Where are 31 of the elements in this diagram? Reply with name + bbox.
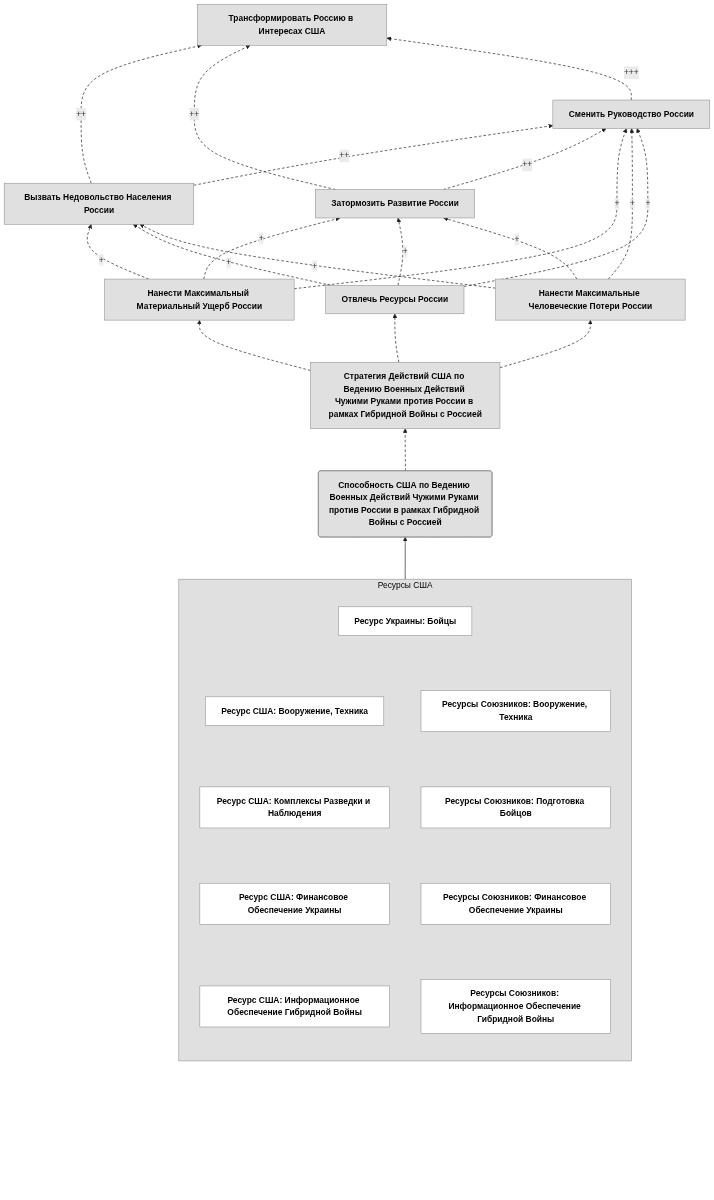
node-box: Ресурсы Союзников: Информационное Обеспечение Гибридной Войны <box>420 979 611 1034</box>
node-box: Ресурс США: Комплексы Разведки и Наблюдения <box>199 786 390 829</box>
edge-label: ++ <box>189 109 200 119</box>
node-box: Ресурсы Союзников: Вооружение, Техника <box>420 690 611 732</box>
edge-label: + <box>402 246 408 256</box>
node-box: Ресурс Украины: Бойцы <box>338 606 473 636</box>
edge-label: +++ <box>623 67 639 77</box>
node-box: Трансформировать Россию в Интересах США <box>196 3 388 46</box>
edge-label: ++ <box>76 109 86 119</box>
edge-label: + <box>312 261 318 271</box>
edge-label: + <box>629 199 635 208</box>
node-box: Отвлечь Ресурсы России <box>325 285 465 315</box>
node-box: Ресурс США: Информационное Обеспечение Гибридной Войны <box>199 985 390 1028</box>
edge-label: + <box>98 255 104 265</box>
node-box: Стратегия Действий США по Ведению Военных Действий Чужими Руками против России в рамках Гибридной Войны с Россией <box>310 362 501 429</box>
node-box: Ресурс США: Вооружение, Техника <box>205 696 385 726</box>
edge-label: + <box>514 234 520 244</box>
edge-label: ++ <box>522 160 533 170</box>
edge-label: + <box>614 199 620 208</box>
edge-label: + <box>258 233 264 243</box>
edge-label: + <box>226 258 232 267</box>
node-box: Ресурсы Союзников: Финансовое Обеспечение Украины <box>420 882 611 925</box>
node-box: Нанести Максимальный Материальный Ущерб России <box>104 278 295 321</box>
node-box: Ресурс США: Финансовое Обеспечение Украины <box>199 882 390 925</box>
node-box: Затормозить Развитие России <box>315 189 475 219</box>
node-box: Сменить Руководство России <box>552 99 711 129</box>
node-box: Вызвать Недовольство Населения России <box>3 182 195 225</box>
edge-label: ++ <box>339 151 350 161</box>
node-box: Ресурсы Союзников: Подготовка Бойцов <box>420 786 611 829</box>
edge-label: + <box>645 199 651 208</box>
node-box: Нанести Максимальные Человеческие Потери России <box>495 278 686 321</box>
